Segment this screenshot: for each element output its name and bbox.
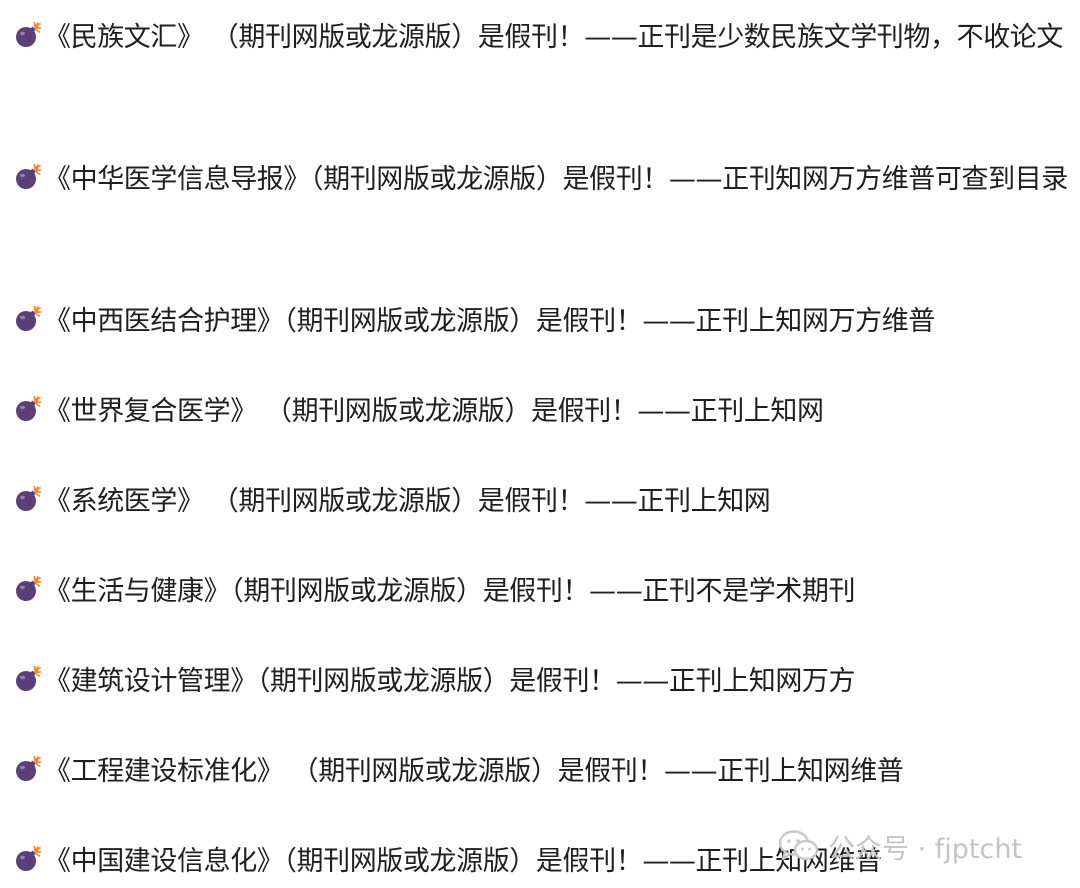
bomb-icon <box>14 666 42 692</box>
journal-status: （期刊网版或龙源版）是假刊！ <box>256 666 616 697</box>
journal-title: 《中西医结合护理》 <box>44 306 284 337</box>
journal-status: （期刊网版或龙源版）是假刊！ <box>283 306 643 337</box>
list-item: 《系统医学》 （期刊网版或龙源版）是假刊！——正刊上知网 <box>14 476 1076 528</box>
journal-status: （期刊网版或龙源版）是假刊！ <box>211 22 585 53</box>
bomb-icon <box>14 846 42 872</box>
list-item: 《中华医学信息导报》（期刊网版或龙源版）是假刊！——正刊知网万方维普可查到目录 <box>14 154 1076 206</box>
bomb-icon <box>14 396 42 422</box>
journal-title: 《系统医学》 <box>44 486 204 517</box>
journal-note: ——正刊上知网维普 <box>642 846 882 877</box>
journal-note: ——正刊不是学术期刊 <box>589 576 856 607</box>
journal-status: （期刊网版或龙源版）是假刊！ <box>265 396 638 427</box>
journal-note: ——正刊上知网万方 <box>615 666 856 697</box>
wechat-icon <box>778 830 819 861</box>
journal-title: 《世界复合医学》 <box>44 396 257 427</box>
list-item: 《生活与健康》（期刊网版或龙源版）是假刊！——正刊不是学术期刊 <box>14 566 1076 618</box>
journal-title: 《民族文汇》 <box>44 22 204 53</box>
watermark-account: fjptcht <box>934 833 1023 865</box>
list-item: 《中国建设信息化》（期刊网版或龙源版）是假刊！——正刊上知网维普 <box>14 836 1076 888</box>
bomb-icon <box>14 486 42 512</box>
journal-title: 《生活与健康》 <box>44 576 231 607</box>
bomb-icon <box>14 164 42 190</box>
list-item: 《建筑设计管理》（期刊网版或龙源版）是假刊！——正刊上知网万方 <box>14 656 1076 708</box>
journal-note: ——正刊上知网万方维普 <box>642 306 935 337</box>
journal-title: 《工程建设标准化》 <box>44 756 284 787</box>
watermark-text: 公众号 · fjptcht <box>828 827 1022 866</box>
list-item: 《民族文汇》 （期刊网版或龙源版）是假刊！——正刊是少数民族文学刊物，不收论文 <box>14 12 1076 64</box>
journal-status: （期刊网版或龙源版）是假刊！ <box>310 164 669 195</box>
bomb-icon <box>14 756 42 782</box>
journal-note: ——正刊上知网 <box>584 486 771 517</box>
account-watermark: 公众号 · fjptcht <box>778 826 1022 866</box>
list-item: 《中西医结合护理》（期刊网版或龙源版）是假刊！——正刊上知网万方维普 <box>14 296 1076 348</box>
bomb-icon <box>14 576 42 602</box>
list-item: 《工程建设标准化》 （期刊网版或龙源版）是假刊！——正刊上知网维普 <box>14 746 1076 798</box>
journal-status: （期刊网版或龙源版）是假刊！ <box>283 846 643 877</box>
journal-note: ——正刊上知网 <box>637 396 824 427</box>
journal-note: ——正刊是少数民族文学刊物，不收论文 <box>584 22 1064 53</box>
journal-note: ——正刊上知网维普 <box>664 756 904 787</box>
bomb-icon <box>14 306 42 332</box>
journal-status: （期刊网版或龙源版）是假刊！ <box>211 486 585 517</box>
journal-title: 《中国建设信息化》 <box>44 846 284 877</box>
bomb-icon <box>14 22 42 48</box>
journal-title: 《中华医学信息导报》 <box>44 164 310 195</box>
journal-status: （期刊网版或龙源版）是假刊！ <box>230 576 590 607</box>
watermark-prefix: 公众号 · <box>828 833 935 865</box>
list-item: 《世界复合医学》 （期刊网版或龙源版）是假刊！——正刊上知网 <box>14 386 1076 438</box>
journal-note: ——正刊知网万方维普可查到目录 <box>668 164 1068 195</box>
journal-status: （期刊网版或龙源版）是假刊！ <box>291 756 665 787</box>
journal-title: 《建筑设计管理》 <box>44 666 257 697</box>
